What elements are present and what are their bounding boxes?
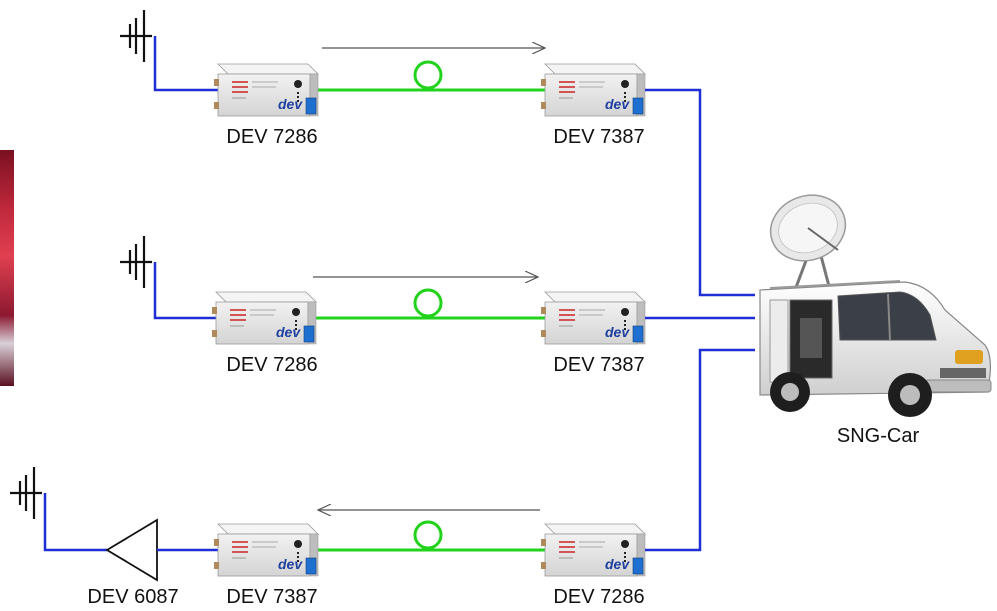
amplifier-triangle-icon	[105, 518, 158, 582]
link-row-3	[8, 348, 755, 582]
background-photo-edge	[0, 150, 14, 386]
converter-unit-left	[211, 291, 317, 345]
converter-unit-right	[540, 63, 646, 117]
converter-unit-right	[540, 523, 646, 577]
device-label-row3-right: DEV 7286	[553, 586, 645, 608]
device-label-row2-left: DEV 7286	[226, 354, 318, 376]
link-row-1	[118, 8, 755, 297]
converter-unit-right	[540, 291, 646, 345]
device-label-row3-left: DEV 7387	[226, 586, 318, 608]
converter-unit-left	[213, 63, 319, 117]
device-label-amplifier: DEV 6087	[87, 586, 179, 608]
device-label-row1-left: DEV 7286	[226, 126, 318, 148]
device-label-row2-right: DEV 7387	[553, 354, 645, 376]
device-label-row1-right: DEV 7387	[553, 126, 645, 148]
vehicle-label: SNG-Car	[836, 425, 920, 447]
sng-van-with-dish	[759, 194, 992, 417]
link-row-2	[118, 234, 755, 345]
converter-unit-left	[213, 523, 319, 577]
